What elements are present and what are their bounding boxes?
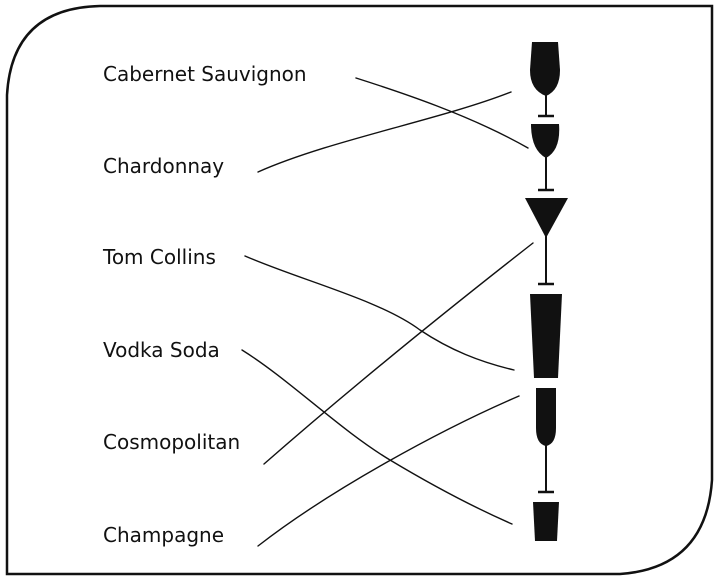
martini-glass-icon bbox=[525, 198, 568, 286]
match-line-tom-collins bbox=[244, 255, 515, 371]
drink-label-champagne: Champagne bbox=[103, 523, 225, 547]
match-line-champagne bbox=[257, 395, 520, 547]
match-line-cabernet-sauvignon bbox=[355, 77, 529, 149]
red-wine-glass-icon bbox=[530, 42, 560, 118]
drink-label-cosmopolitan: Cosmopolitan bbox=[103, 430, 241, 454]
glass-column bbox=[525, 42, 568, 541]
white-wine-glass-icon bbox=[531, 124, 560, 192]
champagne-flute-icon bbox=[536, 388, 556, 494]
worksheet-frame bbox=[5, 4, 714, 576]
match-line-cosmopolitan bbox=[263, 242, 534, 465]
rocks-glass-icon bbox=[533, 502, 559, 541]
drink-label-tom-collins: Tom Collins bbox=[103, 245, 216, 269]
drink-label-cabernet-sauvignon: Cabernet Sauvignon bbox=[103, 62, 307, 86]
drink-label-chardonnay: Chardonnay bbox=[103, 154, 225, 178]
match-lines bbox=[241, 77, 534, 547]
match-line-chardonnay bbox=[257, 91, 512, 173]
drink-label-vodka-soda: Vodka Soda bbox=[103, 338, 220, 362]
match-line-vodka-soda bbox=[241, 349, 513, 525]
highball-glass-icon bbox=[530, 294, 562, 378]
